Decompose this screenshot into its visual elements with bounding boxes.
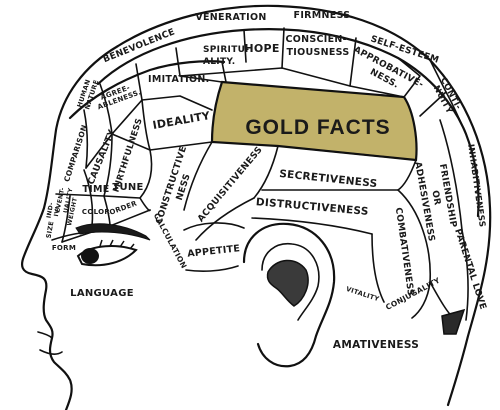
label-acquisitiveness: ACQUISITIVENESS bbox=[196, 145, 265, 224]
divider bbox=[183, 222, 245, 231]
divider bbox=[445, 91, 467, 135]
label-color: COLOR bbox=[82, 208, 110, 216]
divider bbox=[103, 133, 113, 197]
label-amativeness: AMATIVENESS bbox=[333, 339, 419, 351]
ear bbox=[242, 222, 336, 368]
eyelash bbox=[99, 239, 135, 250]
forehead-band bbox=[68, 60, 226, 120]
lip-detail bbox=[37, 331, 53, 339]
dark-patch bbox=[441, 308, 466, 335]
divider bbox=[99, 83, 113, 135]
label-combativeness: COMBATIVENESS bbox=[393, 207, 415, 297]
divider bbox=[185, 265, 239, 272]
label-order: ORDER bbox=[108, 199, 138, 216]
divider bbox=[83, 109, 89, 169]
divider bbox=[371, 233, 385, 303]
eye-pupil bbox=[81, 248, 99, 264]
divider bbox=[251, 217, 373, 235]
divider bbox=[439, 119, 463, 231]
label-time: TIME bbox=[82, 184, 109, 195]
ear-canal bbox=[266, 259, 309, 307]
nose-detail bbox=[39, 349, 63, 355]
divider bbox=[85, 133, 113, 169]
divider bbox=[179, 67, 405, 98]
divider bbox=[349, 37, 357, 87]
label-language: LANGUAGE bbox=[70, 288, 134, 299]
label-hope: HOPE bbox=[244, 42, 279, 55]
gold-facts-title: GOLD FACTS bbox=[245, 116, 390, 139]
label-calculation: CALCULATION bbox=[152, 212, 189, 271]
label-veneration: VENERATION bbox=[195, 12, 266, 23]
label-tune: TUNE bbox=[112, 182, 143, 193]
label-size: SIZE bbox=[45, 220, 56, 239]
divider bbox=[277, 145, 417, 161]
divider bbox=[135, 63, 213, 111]
divider bbox=[141, 99, 151, 151]
crown-band bbox=[96, 28, 480, 218]
label-parental-love: PARENTAL LOVE bbox=[452, 228, 488, 311]
label-destructiveness: DISTRUCTIVENESS bbox=[255, 196, 369, 218]
label-form: FORM bbox=[52, 244, 76, 252]
divider bbox=[111, 99, 143, 135]
divider bbox=[183, 141, 213, 211]
label-firmness: FIRMNESS bbox=[294, 10, 351, 21]
label-imitation: IMITATION. bbox=[148, 74, 210, 85]
divider bbox=[397, 189, 432, 319]
label-individuality: IND- IVI. bbox=[46, 199, 63, 220]
divider bbox=[461, 229, 469, 321]
label-appetite: APPETITE bbox=[187, 243, 241, 259]
divider bbox=[281, 27, 285, 69]
label-vitality: VITALITY bbox=[345, 285, 380, 303]
label-ideality: IDEALITY bbox=[152, 109, 212, 132]
label-conscientiousness: CONSCIEN- TIOUSNESS bbox=[285, 34, 350, 58]
ear-inner bbox=[261, 243, 320, 321]
divider bbox=[61, 195, 71, 243]
divider bbox=[243, 29, 247, 63]
label-secretiveness: SECRETIVENESS bbox=[279, 168, 378, 190]
divider bbox=[195, 197, 255, 241]
divider bbox=[139, 149, 153, 199]
divider bbox=[139, 197, 151, 212]
label-spirituality: SPIRITU- ALITY. bbox=[203, 45, 253, 67]
divider bbox=[83, 169, 94, 227]
divider bbox=[397, 159, 417, 191]
label-causality: CAUSALITY bbox=[87, 128, 118, 186]
divider bbox=[397, 57, 421, 98]
eyebrow bbox=[75, 223, 151, 241]
divider bbox=[253, 145, 279, 199]
